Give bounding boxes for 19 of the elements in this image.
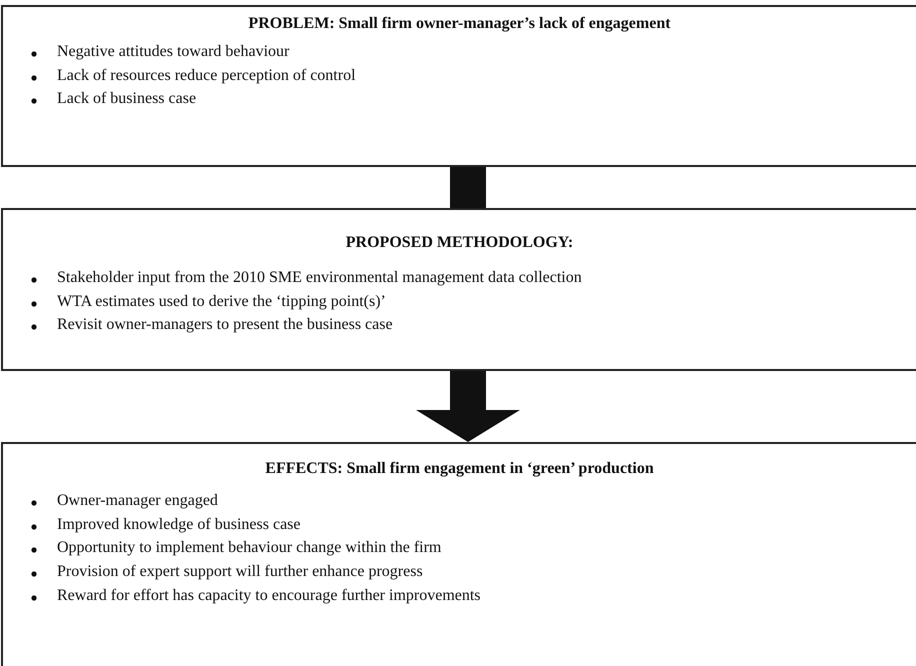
- bullet-point: Reward for effort has capacity to encourage further improvements: [57, 586, 481, 605]
- bullet-point: Negative attitudes toward behaviour: [57, 43, 290, 61]
- bullet-point: Owner-manager engaged: [57, 492, 218, 510]
- text-box: [1, 208, 916, 371]
- box-heading: EFFECTS: Small firm engagement in ‘green’ production: [264, 460, 655, 478]
- bullet-point: WTA estimates used to derive the ‘tipping point(s)’: [57, 292, 386, 311]
- box-heading: PROPOSED METHODOLOGY:: [344, 234, 574, 252]
- bullet-point: Provision of expert support will further enhance progress: [57, 563, 423, 582]
- bullet-point: Lack of business case: [57, 90, 196, 108]
- bullet-point: Revisit owner-managers to present the business case: [57, 316, 393, 334]
- text-box: [1, 5, 916, 167]
- bullet-point: Lack of resources reduce perception of control: [57, 66, 356, 85]
- bullet-point: Stakeholder input from the 2010 SME environmental management data collection: [57, 269, 582, 287]
- bullet-point: Opportunity to implement behaviour change within the firm: [57, 539, 442, 558]
- box-heading: PROBLEM: Small firm owner-manager’s lack of engagement: [247, 15, 672, 33]
- bullet-point: Improved knowledge of business case: [57, 516, 300, 534]
- text-box: [1, 442, 916, 666]
- block-arrow: [416, 371, 520, 442]
- connector-bar: [450, 167, 486, 208]
